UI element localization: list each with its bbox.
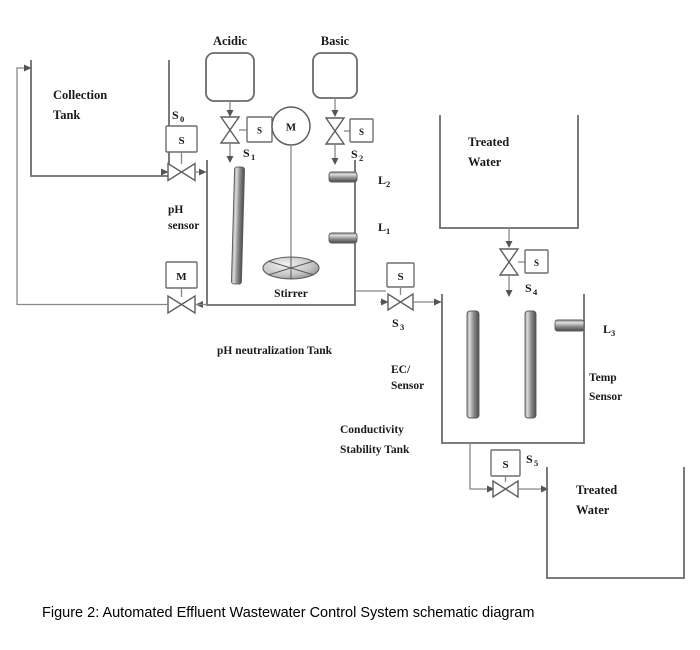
- valve-recirculation-motor-label: M: [176, 271, 187, 283]
- basic-tank-label: Basic: [321, 34, 350, 48]
- figure-caption: Figure 2: Automated Effluent Wastewater …: [42, 605, 534, 621]
- valve-s3-tag-base: S: [392, 316, 399, 330]
- conductivity-tank-line1: Conductivity: [340, 424, 404, 436]
- neutralization-inlet-arrow: [199, 168, 207, 176]
- temp-sensor-label-line2: Sensor: [589, 391, 622, 403]
- acidic-tank-body: [205, 52, 255, 102]
- ph-neutralization-tank: pH neutralization Tank: [206, 160, 356, 357]
- valve-s3-outlet-arrow: [434, 298, 442, 306]
- stirrer-motor: M: [271, 106, 311, 266]
- valve-s0-tag-base: S: [172, 108, 179, 122]
- ph-sensor-probe: [230, 166, 245, 285]
- level-switch-l3: L 3: [554, 319, 615, 338]
- acidic-dose-arrow: [226, 110, 234, 117]
- valve-s4-solenoid-box[interactable]: [524, 249, 549, 274]
- basic-tank-body: [312, 52, 358, 99]
- stirrer: Stirrer: [262, 256, 320, 300]
- valve-s3-inlet-arrow: [381, 298, 389, 306]
- ph-sensor: pH sensor: [168, 166, 245, 285]
- valve-s1[interactable]: S S 1: [219, 116, 273, 163]
- ec-sensor-label-line2: Sensor: [391, 380, 424, 392]
- ph-sensor-label-line2: sensor: [168, 220, 199, 232]
- treated-water-lower-line2: Water: [576, 503, 610, 517]
- ph-neutralization-tank-label: pH neutralization Tank: [217, 345, 333, 357]
- collection-tank: Collection Tank: [30, 60, 170, 177]
- temp-sensor-probe: [524, 310, 537, 419]
- temp-sensor-probe-group: Temp Sensor: [524, 310, 622, 419]
- level-switch-l2-sub: 2: [386, 179, 390, 189]
- collection-tank-label-line2: Tank: [53, 108, 80, 122]
- level-switch-l2-probe: [328, 171, 358, 183]
- treated-water-tank-upper: Treated Water: [439, 115, 579, 248]
- valve-s3-solenoid-label: S: [397, 271, 403, 283]
- level-switch-l1-probe: [328, 232, 358, 244]
- treated-water-lower-line1: Treated: [576, 483, 617, 497]
- valve-s0[interactable]: S S 0: [161, 108, 198, 182]
- valve-s5[interactable]: S S 5: [469, 443, 549, 499]
- treated-water-upper-line2: Water: [468, 155, 502, 169]
- valve-s1-tag-sub: 1: [251, 152, 255, 162]
- treated-water-tank-lower: Treated Water: [546, 467, 685, 579]
- valve-s3[interactable]: S S 3: [355, 262, 442, 332]
- level-switch-l1: L 1: [328, 220, 390, 244]
- s0-to-tank-pipe: [195, 168, 207, 176]
- valve-s2[interactable]: S S 2: [324, 117, 374, 165]
- conductivity-tank-line2: Stability Tank: [340, 444, 410, 456]
- level-switch-l3-base: L: [603, 322, 611, 336]
- valve-s0-solenoid-label: S: [178, 135, 184, 147]
- valve-s0-tag-sub: 0: [180, 114, 184, 124]
- ec-sensor-label-line1: EC/: [391, 364, 411, 376]
- valve-s5-inlet-arrow: [487, 485, 495, 493]
- level-switch-l1-base: L: [378, 220, 386, 234]
- valve-s5-outlet-arrow: [541, 485, 549, 493]
- valve-s4[interactable]: S S 4: [498, 248, 549, 297]
- valve-s1-tag-base: S: [243, 146, 250, 160]
- ec-sensor-probe-group: [466, 310, 480, 419]
- basic-tank: Basic: [312, 34, 358, 117]
- treated-water-upper-line1: Treated: [468, 135, 509, 149]
- valve-s3-tag-sub: 3: [400, 322, 404, 332]
- level-switch-l3-probe: [554, 319, 585, 332]
- valve-s2-tag-base: S: [351, 147, 358, 161]
- valve-s5-tag-base: S: [526, 452, 533, 466]
- conductivity-stability-tank: EC/ Sensor Conductivity Stability Tank: [340, 294, 585, 456]
- recirculation-pipe: [16, 64, 32, 305]
- valve-s4-tag-sub: 4: [533, 287, 538, 297]
- valve-s4-outlet-arrow: [505, 290, 513, 297]
- level-switch-l2: L 2: [328, 171, 390, 189]
- valve-s1-outlet-arrow: [226, 156, 234, 163]
- valve-s0-inlet-arrow: [161, 168, 169, 176]
- recirculation-inlet-arrow: [24, 64, 32, 72]
- valve-s4-solenoid-label: S: [534, 258, 539, 268]
- ec-sensor-probe: [466, 310, 480, 419]
- acidic-tank: Acidic: [205, 34, 255, 117]
- valve-s2-solenoid-box[interactable]: [349, 118, 374, 143]
- level-switch-l1-sub: 1: [386, 226, 390, 236]
- valve-s2-solenoid-label: S: [359, 127, 364, 137]
- acidic-tank-label: Acidic: [213, 34, 247, 48]
- valve-s1-solenoid-label: S: [257, 126, 262, 136]
- valve-s2-outlet-arrow: [331, 158, 339, 165]
- valve-s4-tag-base: S: [525, 281, 532, 295]
- valve-recirculation-motorized[interactable]: M: [17, 261, 207, 315]
- valve-s5-tag-sub: 5: [534, 458, 538, 468]
- valve-s5-solenoid-label: S: [502, 459, 508, 471]
- ph-sensor-label-line1: pH: [168, 204, 183, 216]
- treated-water-upper-outlet-arrow: [505, 241, 513, 248]
- stirrer-label: Stirrer: [274, 288, 308, 300]
- stirrer-motor-label: M: [286, 122, 297, 134]
- level-switch-l2-base: L: [378, 173, 386, 187]
- basic-dose-arrow: [331, 110, 339, 117]
- collection-tank-label-line1: Collection: [53, 88, 107, 102]
- temp-sensor-label-line1: Temp: [589, 372, 617, 384]
- level-switch-l3-sub: 3: [611, 328, 615, 338]
- valve-s2-tag-sub: 2: [359, 153, 363, 163]
